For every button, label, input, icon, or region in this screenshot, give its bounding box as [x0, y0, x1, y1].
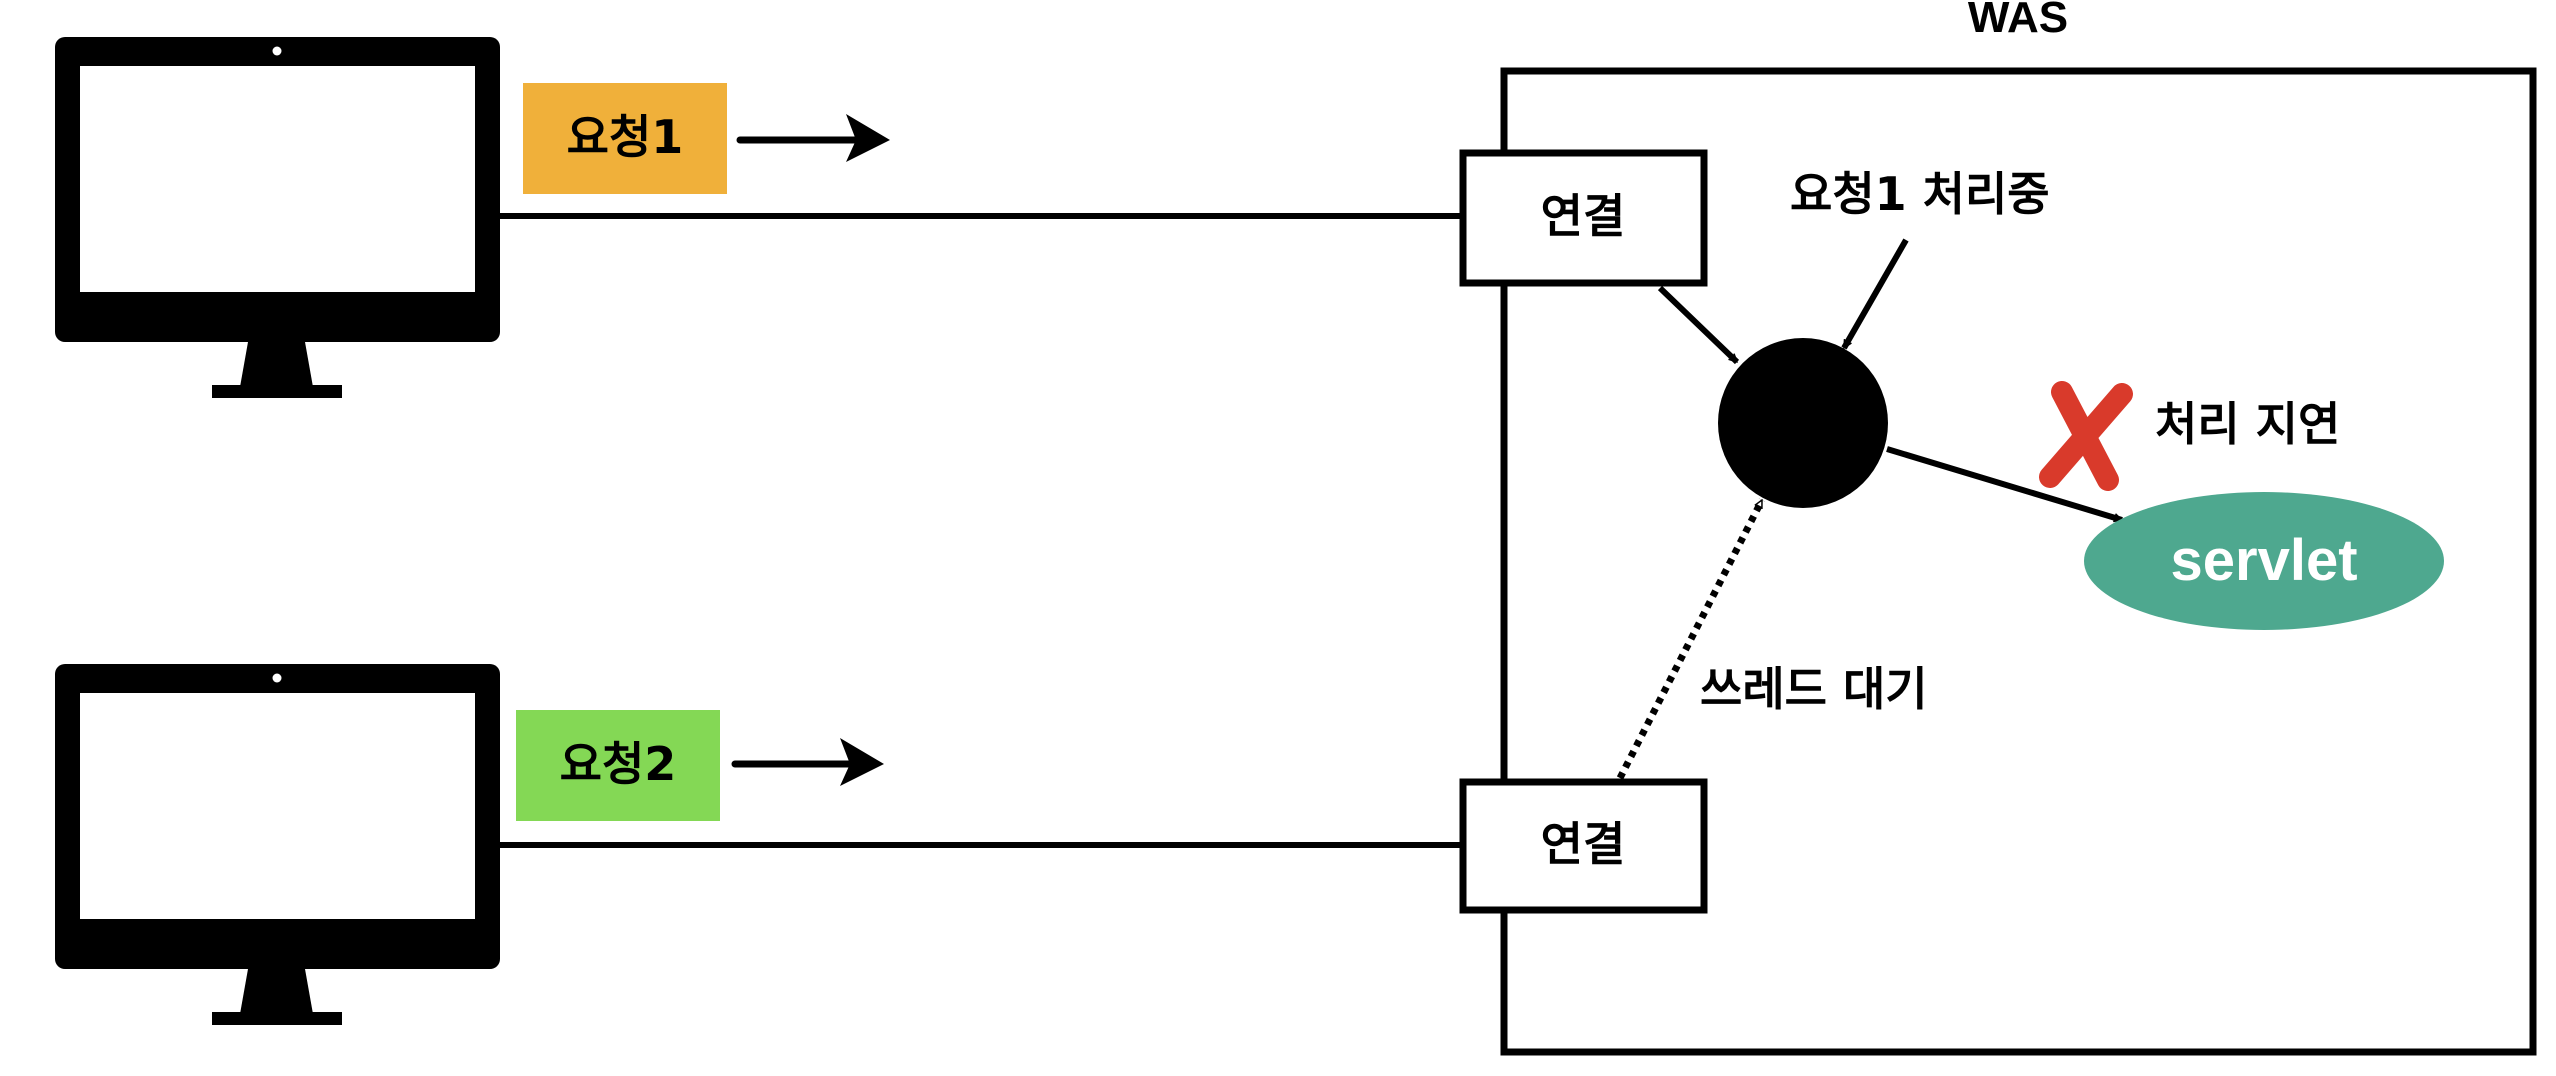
- processing-annotation: 요청1 처리중: [1790, 167, 2050, 221]
- connection-label-2: 연결: [1541, 817, 1626, 871]
- connection-label-1: 연결: [1541, 189, 1626, 243]
- client-1: 요청1: [55, 37, 1463, 398]
- monitor-icon: [55, 664, 500, 1025]
- request-arrow-icon: [731, 738, 884, 786]
- request-arrow-icon: [736, 114, 890, 162]
- request-label-2: 요청2: [560, 737, 677, 791]
- thread-circle: [1718, 338, 1888, 508]
- connection-box-2: 연결: [1459, 778, 1708, 914]
- thread-to-servlet-arrow: [1886, 446, 2122, 523]
- thread-wait-annotation: 쓰레드 대기: [1700, 662, 1928, 716]
- connection-to-thread-arrow: [1657, 285, 1740, 365]
- was-container: WAS: [1500, 0, 2537, 1056]
- connection-box-1: 연결: [1459, 149, 1708, 287]
- thread-wait-dotted-arrow: [1616, 498, 1766, 780]
- request-label-1: 요청1: [567, 110, 684, 164]
- delay-annotation: 처리 지연: [2155, 397, 2340, 451]
- processing-pointer-arrow: [1841, 238, 1909, 350]
- monitor-icon: [55, 37, 500, 398]
- was-title: WAS: [1968, 0, 2068, 42]
- request-badge-2: [516, 710, 720, 821]
- was-box: [1500, 67, 2537, 1056]
- delay-x-icon: [2039, 381, 2133, 491]
- servlet-node: servlet: [2084, 492, 2444, 630]
- client-2: 요청2: [55, 664, 1463, 1025]
- request-badge-1: [523, 83, 727, 194]
- servlet-label: servlet: [2170, 528, 2357, 593]
